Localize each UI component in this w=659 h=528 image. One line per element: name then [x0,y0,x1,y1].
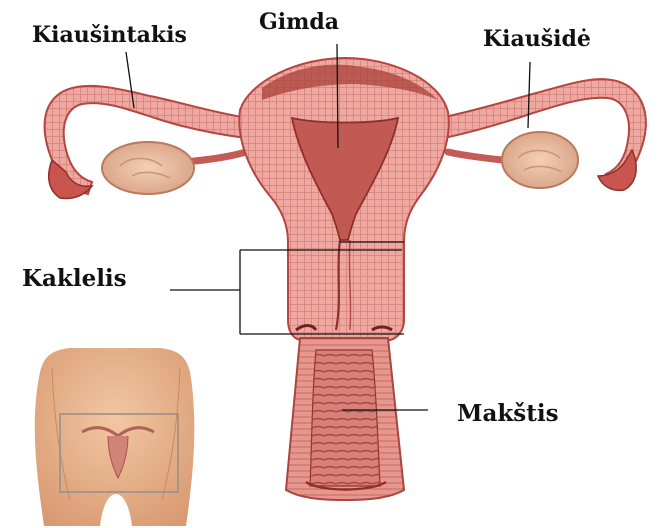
left-ovary [102,142,194,194]
label-fallopian-tube: Kiaušintakis [32,24,187,46]
label-vagina: Makštis [457,402,559,425]
right-ovary [502,132,578,188]
label-uterus: Gimda [259,11,339,33]
label-ovary: Kiaušidė [483,28,591,50]
body-inset-thumbnail [35,348,195,526]
label-cervix: Kaklelis [22,267,127,290]
